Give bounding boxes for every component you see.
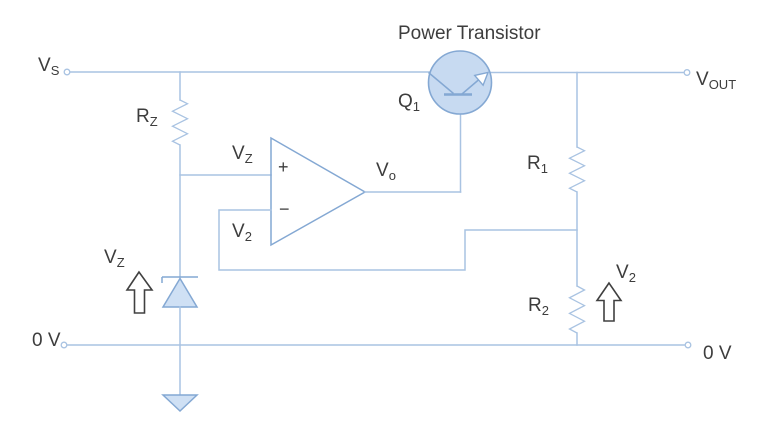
q1-label: Q1	[398, 91, 421, 114]
v2-voltage-arrow-icon	[595, 281, 623, 322]
vz-plus-input-label: VZ	[232, 143, 253, 166]
power-transistor-label: Power Transistor	[398, 23, 541, 44]
vz-zener-label: VZ	[104, 247, 125, 270]
transistor-collector-lead	[428, 71, 454, 95]
wire-feedback-path	[218, 209, 578, 271]
rz-label: RZ	[136, 106, 158, 129]
vo-label: Vo	[376, 160, 396, 183]
resistor-r2	[568, 285, 586, 334]
opamp-minus-sign: −	[279, 199, 290, 219]
zener-diode	[161, 277, 199, 308]
v2-r2-label: V2	[616, 262, 636, 285]
v2-minus-input-label: V2	[232, 221, 252, 244]
ground-symbol	[161, 394, 199, 413]
resistor-rz	[171, 99, 189, 146]
zero-v-right-label: 0 V	[703, 343, 732, 364]
vout-label: VOUT	[696, 69, 737, 92]
resistor-r1	[568, 146, 586, 193]
zero-v-left-terminal-icon	[60, 341, 68, 349]
opamp-plus-sign: +	[278, 157, 289, 177]
vout-terminal-icon	[683, 69, 691, 76]
zero-v-right-terminal-icon	[684, 341, 692, 349]
opamp-triangle	[270, 136, 367, 247]
zener-cathode-bar	[161, 276, 198, 283]
vs-label: VS	[38, 55, 60, 78]
emitter-arrow-icon	[473, 71, 490, 87]
zero-v-left-label: 0 V	[32, 330, 61, 351]
r1-label: R1	[527, 153, 548, 176]
vz-voltage-arrow-icon	[125, 270, 154, 314]
vs-terminal-icon	[63, 68, 71, 76]
transistor-q1-body	[427, 50, 493, 115]
r2-label: R2	[528, 295, 549, 318]
